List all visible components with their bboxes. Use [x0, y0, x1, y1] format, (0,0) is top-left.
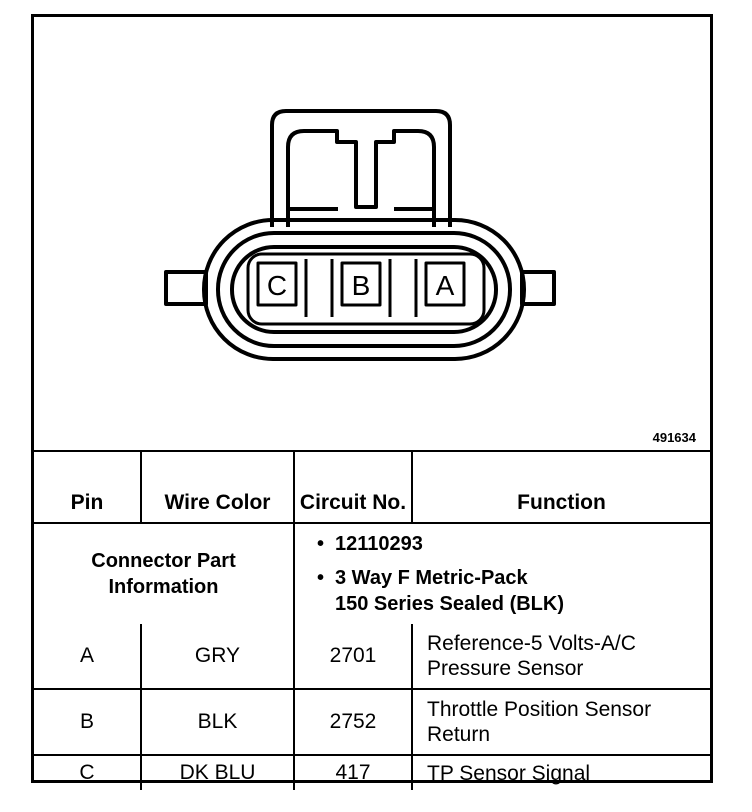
- circuit-cell: 2752: [293, 688, 413, 756]
- circuit-cell: 2701: [293, 624, 413, 690]
- header-circuit: Circuit No.: [293, 450, 413, 524]
- pin-cell: A: [34, 624, 142, 690]
- pin-cell: C: [34, 754, 142, 790]
- connector-info-label: Connector Part Information: [34, 523, 295, 624]
- pin-cell: B: [34, 688, 142, 756]
- header-pin: Pin: [34, 450, 142, 524]
- connector-info-details: •12110293 •3 Way F Metric-Pack 150 Serie…: [293, 523, 710, 624]
- wire-color-cell: DK BLU: [140, 754, 295, 790]
- connector-info-row: Connector Part Information •12110293 •3 …: [34, 523, 710, 624]
- connector-frame: C B A 491634 Connector Part Information …: [31, 14, 713, 790]
- connector-body-inner: [230, 245, 498, 334]
- pin-box-a: [424, 261, 466, 307]
- pin-label-c: C: [267, 270, 287, 301]
- right-tab: [520, 270, 556, 306]
- figure-id: 491634: [652, 430, 696, 445]
- function-cell: TP Sensor Signal: [411, 754, 710, 790]
- part-description-2: 150 Series Sealed (BLK): [335, 593, 564, 615]
- wire-color-cell: BLK: [140, 688, 295, 756]
- left-tab: [164, 270, 208, 306]
- latch-outer: [270, 109, 452, 227]
- pin-box-c: [256, 261, 298, 307]
- connector-diagram: C B A 491634: [34, 17, 710, 450]
- table-row: C DK BLU 417 TP Sensor Signal: [34, 754, 710, 790]
- function-cell: Throttle Position Sensor Return: [411, 688, 710, 756]
- table-row: A GRY 2701 Reference-5 Volts-A/C Pressur…: [34, 624, 710, 690]
- header-function: Function: [411, 450, 710, 524]
- function-cell: Reference-5 Volts-A/C Pressure Sensor: [411, 624, 710, 690]
- pin-label-a: A: [436, 270, 455, 301]
- connector-body-outer: [202, 218, 526, 361]
- pin-box-b: [340, 261, 382, 307]
- part-number: •12110293: [317, 533, 423, 555]
- circuit-cell: 417: [293, 754, 413, 790]
- table-header-row: Pin Wire Color Circuit No. Function: [34, 450, 710, 524]
- header-wire-color: Wire Color: [140, 450, 295, 524]
- wire-color-cell: GRY: [140, 624, 295, 690]
- pinout-table: Connector Part Information •12110293 •3 …: [34, 450, 710, 790]
- part-description: •3 Way F Metric-Pack: [317, 567, 528, 589]
- connector-body-mid: [216, 231, 512, 348]
- connector-illustration: C B A: [164, 109, 556, 361]
- pin-label-b: B: [352, 270, 371, 301]
- cavity-frame: [246, 252, 486, 326]
- table-row: B BLK 2752 Throttle Position Sensor Retu…: [34, 688, 710, 756]
- latch-inner: [286, 129, 436, 227]
